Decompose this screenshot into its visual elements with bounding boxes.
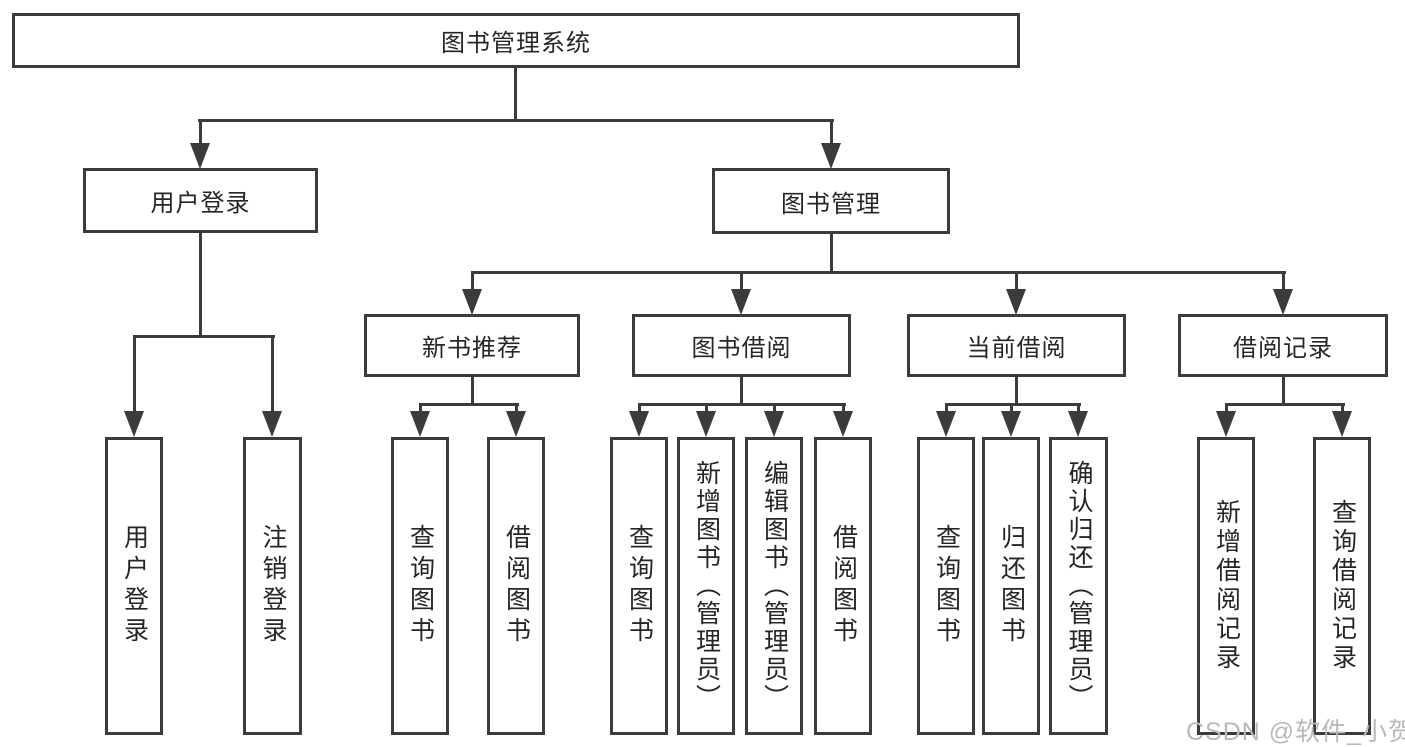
connector-drop-bb-edit bbox=[773, 403, 776, 413]
node-leaf-bb-borrow-book: 借阅图书 bbox=[814, 437, 872, 735]
arrow-user-login bbox=[190, 143, 210, 169]
connector-drop-cb-return bbox=[1010, 403, 1013, 413]
arrow-bb-add bbox=[696, 411, 716, 437]
arrow-cb-confirm bbox=[1068, 411, 1088, 437]
arrow-bb-query bbox=[629, 411, 649, 437]
connector-root-stem bbox=[514, 68, 517, 122]
node-leaf-logout: 注销登录 bbox=[243, 437, 302, 735]
connector-drop-book-borrow bbox=[740, 271, 743, 292]
connector-drop-nb-borrow bbox=[515, 403, 518, 413]
node-leaf-user-login: 用户登录 bbox=[105, 437, 163, 735]
connector-drop-nb-query bbox=[419, 403, 422, 413]
arrow-book-borrow bbox=[731, 289, 751, 315]
arrow-br-add bbox=[1216, 411, 1236, 437]
node-borrow-records: 借阅记录 bbox=[1178, 314, 1388, 377]
connector-level2-splitter bbox=[198, 119, 834, 122]
arrow-br-query bbox=[1332, 411, 1352, 437]
arrow-leaf-user-login bbox=[124, 411, 144, 437]
node-leaf-cb-confirm-return: 确认归还（管理员） bbox=[1049, 437, 1108, 735]
arrow-new-book bbox=[462, 289, 482, 315]
arrow-bb-edit bbox=[764, 411, 784, 437]
connector-level3-splitter bbox=[471, 271, 1286, 274]
connector-user-login-stem bbox=[199, 233, 202, 337]
connector-drop-cb-query bbox=[945, 403, 948, 413]
connector-new-book-splitter bbox=[419, 403, 519, 406]
connector-drop-bb-borrow bbox=[842, 403, 845, 413]
connector-current-borrow-splitter bbox=[945, 403, 1081, 406]
connector-book-management-stem bbox=[830, 234, 833, 273]
connector-drop-borrow-records bbox=[1282, 271, 1285, 292]
connector-drop-bb-add bbox=[705, 403, 708, 413]
node-book-borrow: 图书借阅 bbox=[632, 314, 851, 377]
connector-new-book-stem bbox=[471, 377, 474, 405]
connector-drop-new-book bbox=[471, 271, 474, 292]
node-leaf-br-add-record: 新增借阅记录 bbox=[1197, 437, 1255, 735]
connector-drop-current-borrow bbox=[1015, 271, 1018, 292]
connector-drop-user-login bbox=[199, 119, 202, 146]
node-leaf-cb-query-book: 查询图书 bbox=[917, 437, 975, 735]
arrow-nb-borrow bbox=[506, 411, 526, 437]
node-current-borrow: 当前借阅 bbox=[907, 314, 1126, 377]
node-leaf-nb-query-book: 查询图书 bbox=[391, 437, 449, 735]
arrow-current-borrow bbox=[1006, 289, 1026, 315]
node-root: 图书管理系统 bbox=[12, 13, 1020, 68]
connector-drop-leaf-user-login bbox=[133, 335, 136, 413]
node-new-book-recommend: 新书推荐 bbox=[364, 314, 580, 377]
connector-drop-book-management bbox=[830, 119, 833, 146]
connector-borrow-records-splitter bbox=[1225, 403, 1345, 406]
csdn-watermark: CSDN @软件_小贺同学 bbox=[1186, 718, 1405, 746]
node-leaf-cb-return-book: 归还图书 bbox=[982, 437, 1040, 735]
arrow-nb-query bbox=[410, 411, 430, 437]
node-leaf-bb-add-book: 新增图书（管理员） bbox=[677, 437, 735, 735]
connector-drop-br-query bbox=[1341, 403, 1344, 413]
arrow-book-management bbox=[821, 143, 841, 169]
connector-drop-bb-query bbox=[638, 403, 641, 413]
arrow-cb-query bbox=[936, 411, 956, 437]
connector-drop-br-add bbox=[1225, 403, 1228, 413]
connector-drop-leaf-logout bbox=[271, 335, 274, 413]
connector-drop-cb-confirm bbox=[1077, 403, 1080, 413]
arrow-bb-borrow bbox=[833, 411, 853, 437]
node-leaf-bb-edit-book: 编辑图书（管理员） bbox=[745, 437, 803, 735]
node-leaf-bb-query-book: 查询图书 bbox=[610, 437, 668, 735]
arrow-leaf-logout bbox=[262, 411, 282, 437]
node-leaf-nb-borrow-book: 借阅图书 bbox=[487, 437, 545, 735]
node-user-login: 用户登录 bbox=[83, 168, 318, 233]
arrow-cb-return bbox=[1001, 411, 1021, 437]
connector-book-borrow-splitter bbox=[638, 403, 846, 406]
node-book-management: 图书管理 bbox=[712, 168, 950, 234]
connector-user-login-splitter bbox=[133, 335, 275, 338]
connector-book-borrow-stem bbox=[740, 377, 743, 405]
node-leaf-br-query-record: 查询借阅记录 bbox=[1313, 437, 1371, 735]
connector-current-borrow-stem bbox=[1015, 377, 1018, 405]
arrow-borrow-records bbox=[1273, 289, 1293, 315]
connector-borrow-records-stem bbox=[1282, 377, 1285, 405]
